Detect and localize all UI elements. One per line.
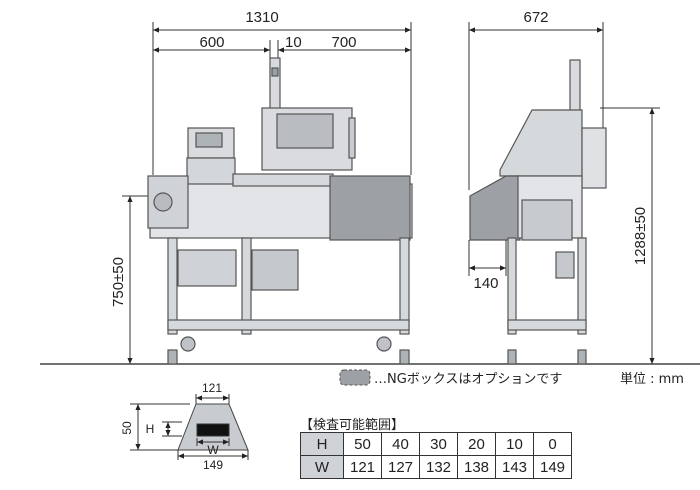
dim-left-width: 600 — [199, 34, 224, 51]
side-width-dimension — [468, 22, 604, 190]
inspection-range-table: H 50 40 30 20 10 0 W 121 127 132 138 143… — [300, 432, 572, 479]
front-width-dimensions — [152, 22, 412, 175]
side-height-dimension — [600, 107, 660, 364]
dim-front-height: 750±50 — [110, 257, 127, 307]
ng-box-swatch — [339, 369, 371, 386]
aperture-w-label: W — [207, 443, 219, 457]
range-cell: 30 — [419, 432, 458, 456]
ng-depth-dimension — [468, 240, 507, 276]
ng-box-note: …NGボックスはオプションです — [374, 372, 562, 387]
range-cell: 40 — [381, 432, 420, 456]
aperture-top-width: 121 — [202, 381, 222, 395]
range-cell: 121 — [343, 455, 382, 479]
range-row-h: H 50 40 30 20 10 0 — [300, 432, 572, 456]
dim-gap: 10 — [285, 34, 302, 51]
range-cell: 132 — [419, 455, 458, 479]
range-cell: 138 — [457, 455, 496, 479]
range-cell: 149 — [533, 455, 572, 479]
dim-side-width: 672 — [523, 9, 548, 26]
range-row-w-label: W — [300, 455, 344, 479]
front-height-dimension — [122, 195, 150, 364]
range-cell: 0 — [533, 432, 572, 456]
range-cell: 50 — [343, 432, 382, 456]
front-view-machine — [40, 57, 700, 365]
dim-side-height: 1288±50 — [632, 207, 649, 265]
range-cell: 127 — [381, 455, 420, 479]
aperture-bottom-width: 149 — [203, 458, 223, 472]
aperture-h-label: H — [146, 422, 155, 436]
unit-label: 単位 : mm — [620, 371, 684, 387]
range-cell: 143 — [495, 455, 534, 479]
side-view-machine — [469, 59, 607, 365]
range-cell: 10 — [495, 432, 534, 456]
range-row-w: W 121 127 132 138 143 149 — [300, 455, 572, 479]
dim-total-width: 1310 — [245, 9, 278, 26]
range-table-title: 【検査可能範囲】 — [300, 418, 405, 433]
dim-right-width: 700 — [331, 34, 356, 51]
aperture-diagram — [130, 394, 249, 460]
aperture-height: 50 — [120, 421, 134, 435]
range-cell: 20 — [457, 432, 496, 456]
dim-ng-depth: 140 — [473, 275, 498, 292]
range-row-h-label: H — [300, 432, 344, 456]
